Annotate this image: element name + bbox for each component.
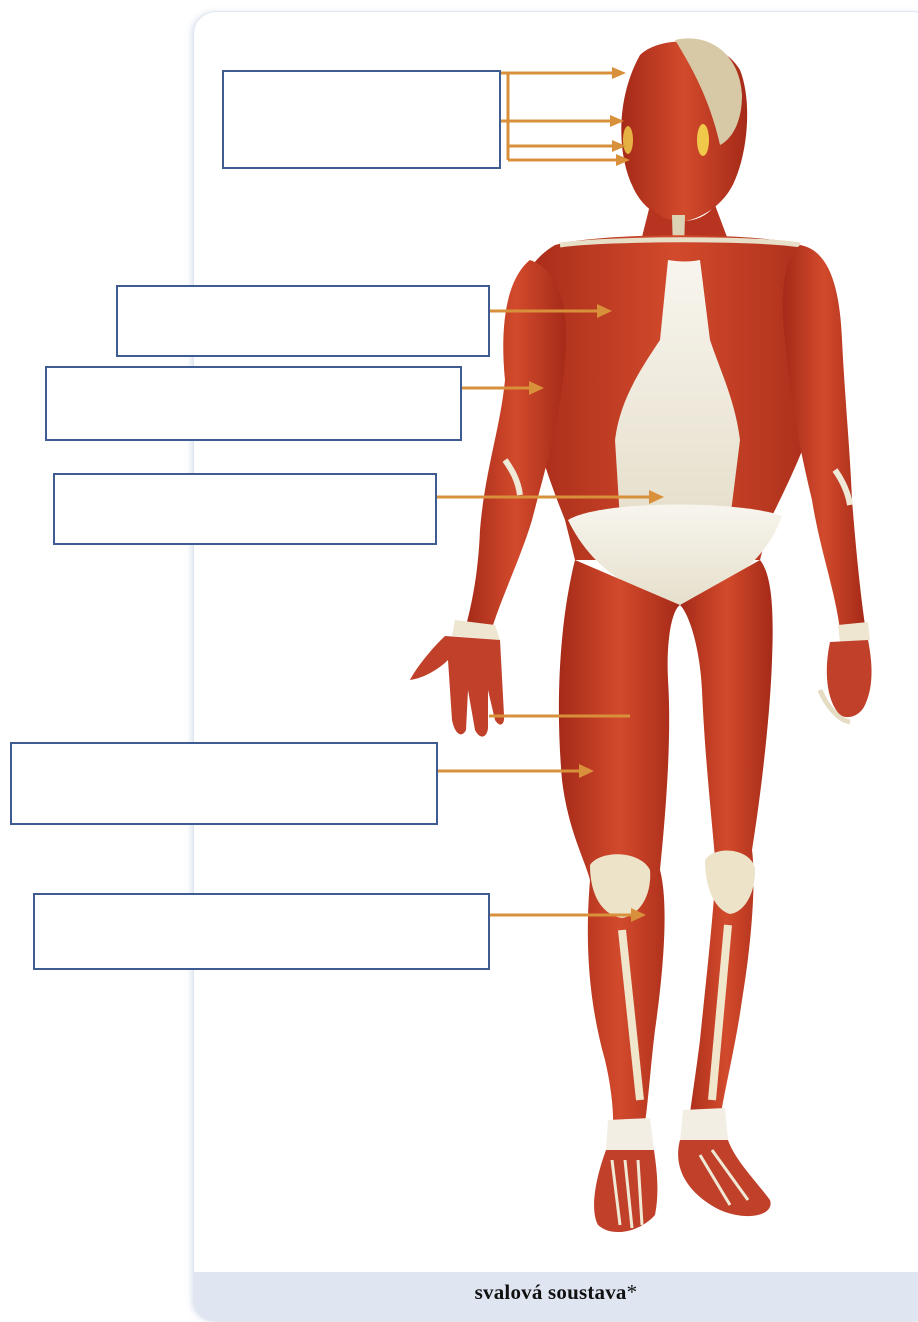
left-arm xyxy=(783,245,872,722)
label-box-thigh[interactable] xyxy=(10,742,438,825)
label-box-chest[interactable] xyxy=(116,285,490,357)
head xyxy=(621,38,747,222)
caption-marker: * xyxy=(627,1280,638,1304)
label-box-abdomen[interactable] xyxy=(53,473,437,545)
legs xyxy=(559,560,773,1232)
arrow-group-head xyxy=(500,67,630,166)
label-box-lower-leg[interactable] xyxy=(33,893,490,970)
caption-title: svalová soustava xyxy=(475,1280,627,1304)
label-box-upper-arm[interactable] xyxy=(45,366,462,441)
label-box-head-face[interactable] xyxy=(222,70,501,169)
figure-caption: svalová soustava* xyxy=(194,1280,918,1305)
arrow-upper-arm xyxy=(461,381,544,395)
